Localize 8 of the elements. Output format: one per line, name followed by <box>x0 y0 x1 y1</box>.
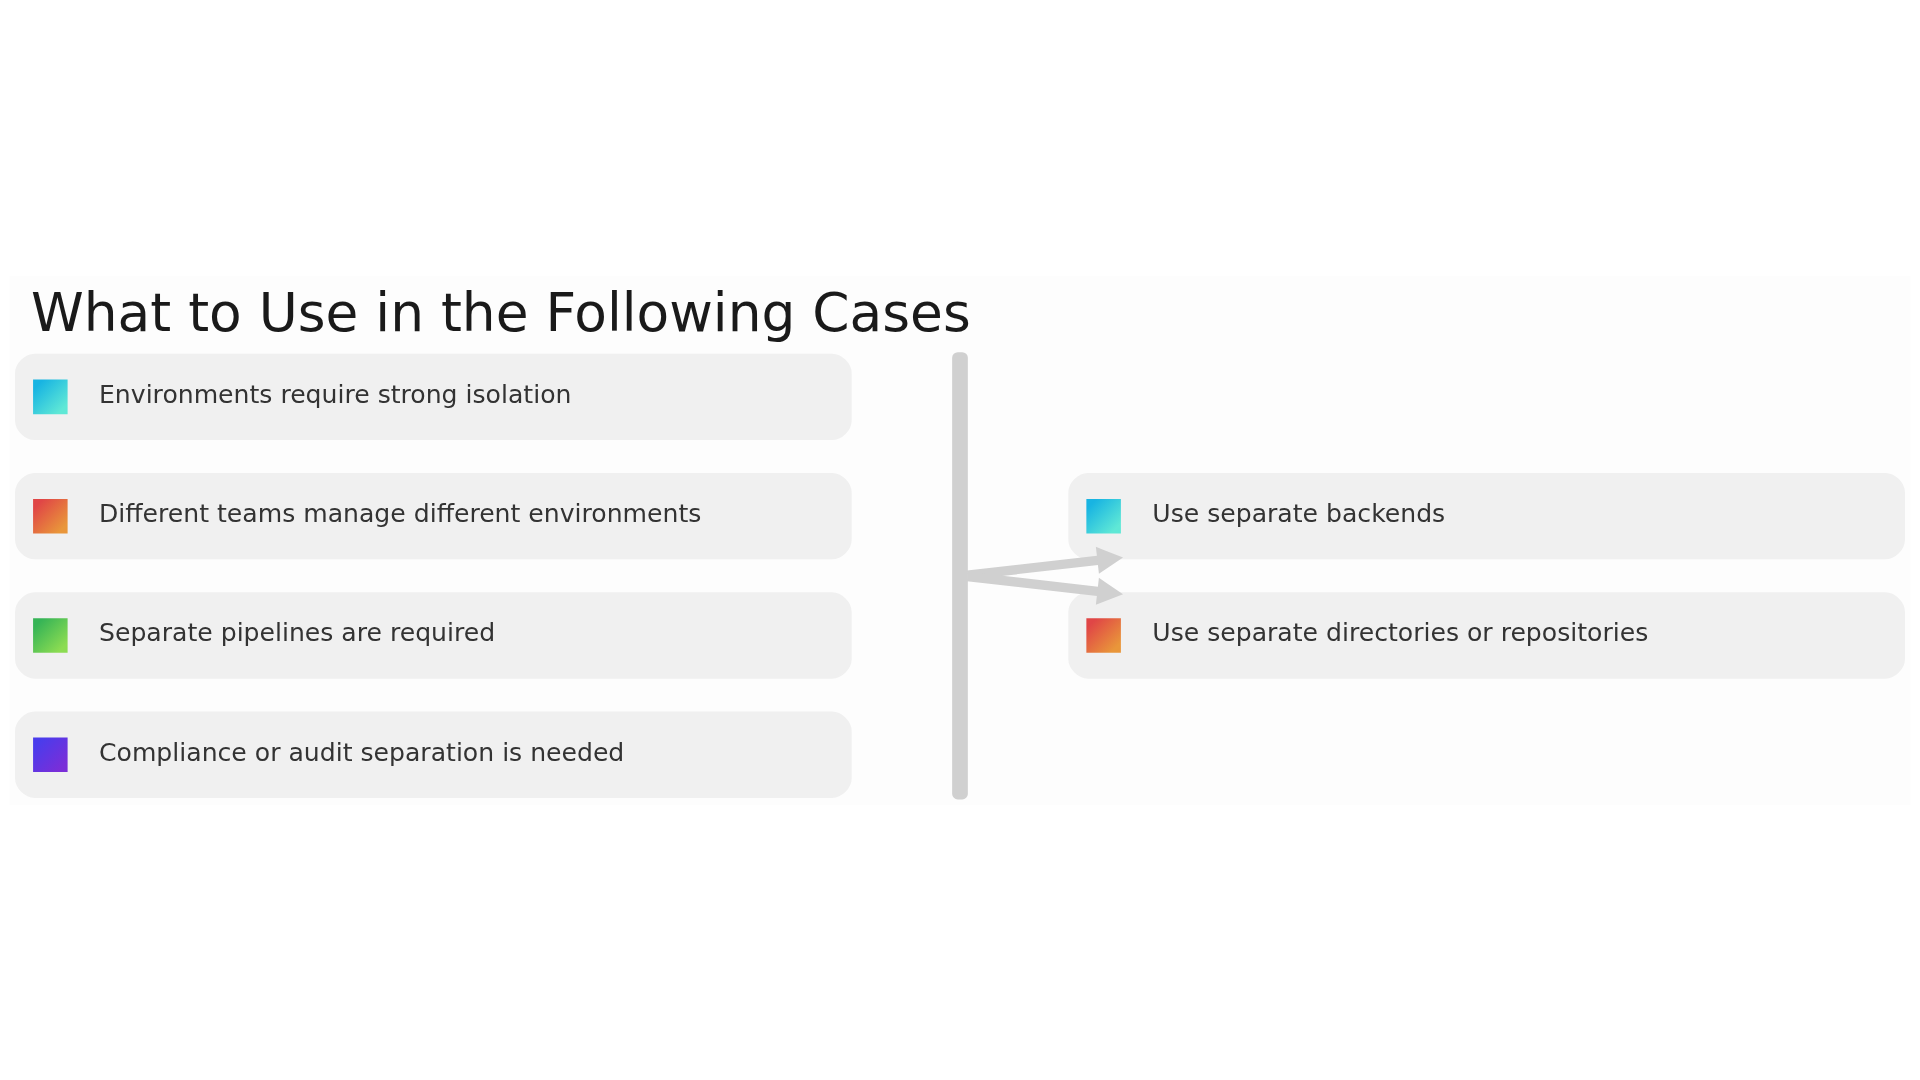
node-box: Environments require strong isolation <box>15 353 852 440</box>
node-box: Compliance or audit separation is needed <box>15 711 852 798</box>
node-box: Separate pipelines are required <box>15 591 852 679</box>
node-box: Different teams manage different environments <box>15 472 852 559</box>
node-box: Use separate directories or repositories <box>1068 591 1905 679</box>
node-box: Use separate backends <box>1068 472 1905 559</box>
node-bar <box>952 351 968 799</box>
diagram-title: What to Use in the Following Cases <box>30 280 971 344</box>
